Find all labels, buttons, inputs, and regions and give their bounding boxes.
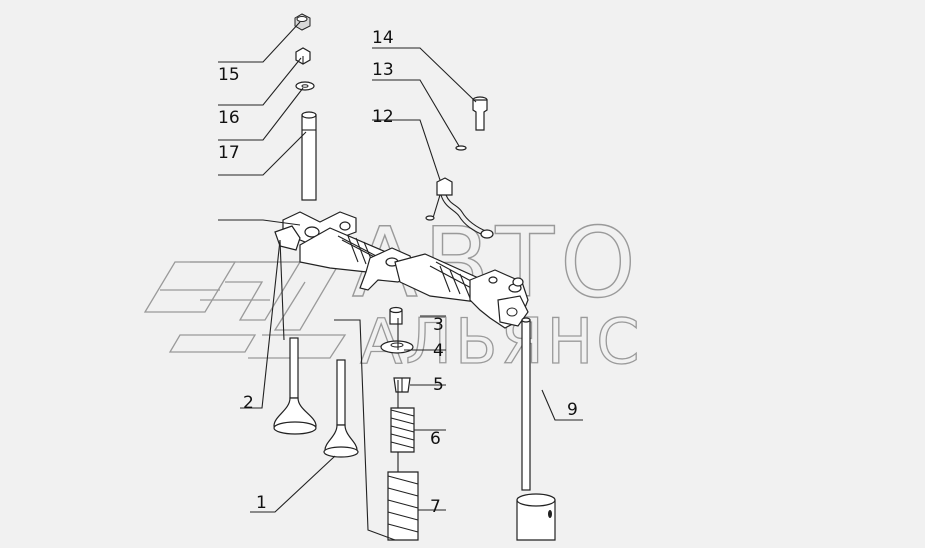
leader-lines xyxy=(218,21,583,541)
callout-14: 16 xyxy=(218,108,240,128)
callout-7: 7 xyxy=(430,497,441,517)
part-4-spring-retainer xyxy=(380,340,414,354)
part-16-stud xyxy=(301,111,317,201)
callout-1: 1 xyxy=(256,493,267,513)
callout-13: 15 xyxy=(218,65,240,85)
callout-12: 14 xyxy=(372,28,394,48)
callout-5: 5 xyxy=(433,375,444,395)
part-7-outer-spring xyxy=(387,471,419,541)
callout-9: 9 xyxy=(567,400,578,420)
callout-15: 17 xyxy=(218,143,240,163)
part-6-inner-spring xyxy=(390,407,415,453)
callout-11: 13 xyxy=(372,60,394,80)
part-10-oil-pipe xyxy=(425,177,494,239)
part-8-tappet xyxy=(516,493,556,541)
part-15-washer xyxy=(295,81,315,91)
callout-6: 6 xyxy=(430,429,441,449)
callout-4: 4 xyxy=(433,341,444,361)
watermark-emblem-icon xyxy=(143,261,347,359)
part-2-exhaust-valve xyxy=(273,337,317,435)
part-3-valve-cap xyxy=(389,306,403,325)
part-5-valve-collets xyxy=(393,377,411,393)
callout-3: 3 xyxy=(433,315,444,335)
part-12-bolt xyxy=(472,96,488,131)
callout-10: 12 xyxy=(372,107,394,127)
callout-2: 2 xyxy=(243,393,254,413)
part-11-washer xyxy=(455,145,467,151)
callout-labels: 15 16 17 14 13 12 3 4 5 6 7 9 2 1 xyxy=(218,28,578,517)
rocker-arm-shaft-assembly xyxy=(274,211,529,329)
part-13-nut xyxy=(294,13,311,31)
part-9-push-rod xyxy=(521,317,531,491)
part-1-intake-valve xyxy=(323,359,359,458)
